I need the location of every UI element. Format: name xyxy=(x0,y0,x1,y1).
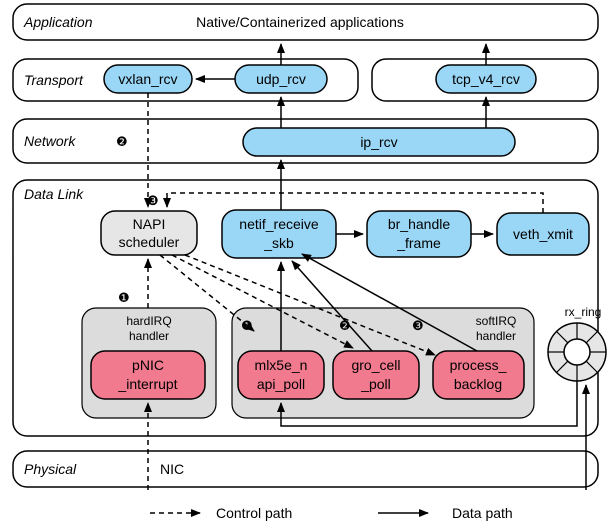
gro-label-line1: gro_cell xyxy=(351,357,400,373)
pnic-interrupt-node xyxy=(90,350,206,400)
application-layer xyxy=(12,3,599,41)
vxlan-rcv-label: vxlan_rcv xyxy=(118,71,177,87)
gro-label-line2: _poll xyxy=(360,376,391,392)
ip-rcv-label: ip_rcv xyxy=(360,134,397,150)
pnic-label-line1: pNIC xyxy=(132,357,164,373)
napi-scheduler-node xyxy=(100,210,198,256)
napi-label-line1: NAPI xyxy=(133,216,166,232)
ctrl-napi-to-mlx xyxy=(159,254,255,332)
legend-control-label: Control path xyxy=(216,505,292,521)
softirq-label-line1: softIRQ xyxy=(476,314,517,328)
pnic-label-line2: _interrupt xyxy=(117,376,177,392)
hardirq-label-line2: handler xyxy=(129,329,169,343)
ctrl-veth-to-napi xyxy=(163,192,544,213)
napi-label-line2: scheduler xyxy=(119,234,180,250)
process-backlog-node xyxy=(432,350,525,400)
br-label-line1: br_handle xyxy=(388,216,450,232)
step-1-marker-softirq: ❶ xyxy=(241,319,253,334)
arrow-gro-to-netif xyxy=(291,260,373,352)
netif-label-line2: _skb xyxy=(263,235,294,251)
physical-layer xyxy=(12,450,599,488)
nic-label: NIC xyxy=(160,461,184,477)
netif-label-line1: netif_receive xyxy=(239,216,319,232)
hardirq-label-line1: hardIRQ xyxy=(126,314,171,328)
step-2-marker-softirq: ❷ xyxy=(339,319,351,334)
mlx-label-line1: mlx5e_n xyxy=(255,357,308,373)
step-2-marker-network: ❷ xyxy=(116,135,128,150)
udp-rcv-label: udp_rcv xyxy=(256,71,306,87)
veth-xmit-label: veth_xmit xyxy=(513,226,573,242)
arrow-ring-to-mlx xyxy=(277,381,578,427)
network-layer-label: Network xyxy=(24,133,76,149)
rx-ring-icon xyxy=(547,322,607,382)
step-3-marker-datalink: ❸ xyxy=(147,194,159,209)
softirq-label-line2: handler xyxy=(476,329,516,343)
arrow-proc-to-netif xyxy=(301,253,478,352)
proc-label-line2: backlog xyxy=(454,376,502,392)
gro-cell-poll-node xyxy=(332,350,420,400)
rx-ring-label: rx_ring xyxy=(565,305,602,319)
step-1-marker-hardirq: ❶ xyxy=(118,291,130,306)
step-3-marker-softirq: ❸ xyxy=(412,319,424,334)
mlx-label-line2: api_poll xyxy=(257,376,305,392)
proc-label-line1: process_ xyxy=(450,357,507,373)
data-link-layer-label: Data Link xyxy=(24,186,84,202)
application-text: Native/Containerized applications xyxy=(196,14,404,30)
br-label-line2: _frame xyxy=(396,235,441,251)
application-layer-label: Application xyxy=(23,14,93,30)
tcp-v4-rcv-label: tcp_v4_rcv xyxy=(452,71,520,87)
physical-layer-label: Physical xyxy=(24,461,77,477)
transport-layer-label: Transport xyxy=(24,72,84,88)
ctrl-napi-to-gro xyxy=(171,254,354,349)
ip-rcv-node xyxy=(242,127,516,157)
legend-data-label: Data path xyxy=(452,505,513,521)
